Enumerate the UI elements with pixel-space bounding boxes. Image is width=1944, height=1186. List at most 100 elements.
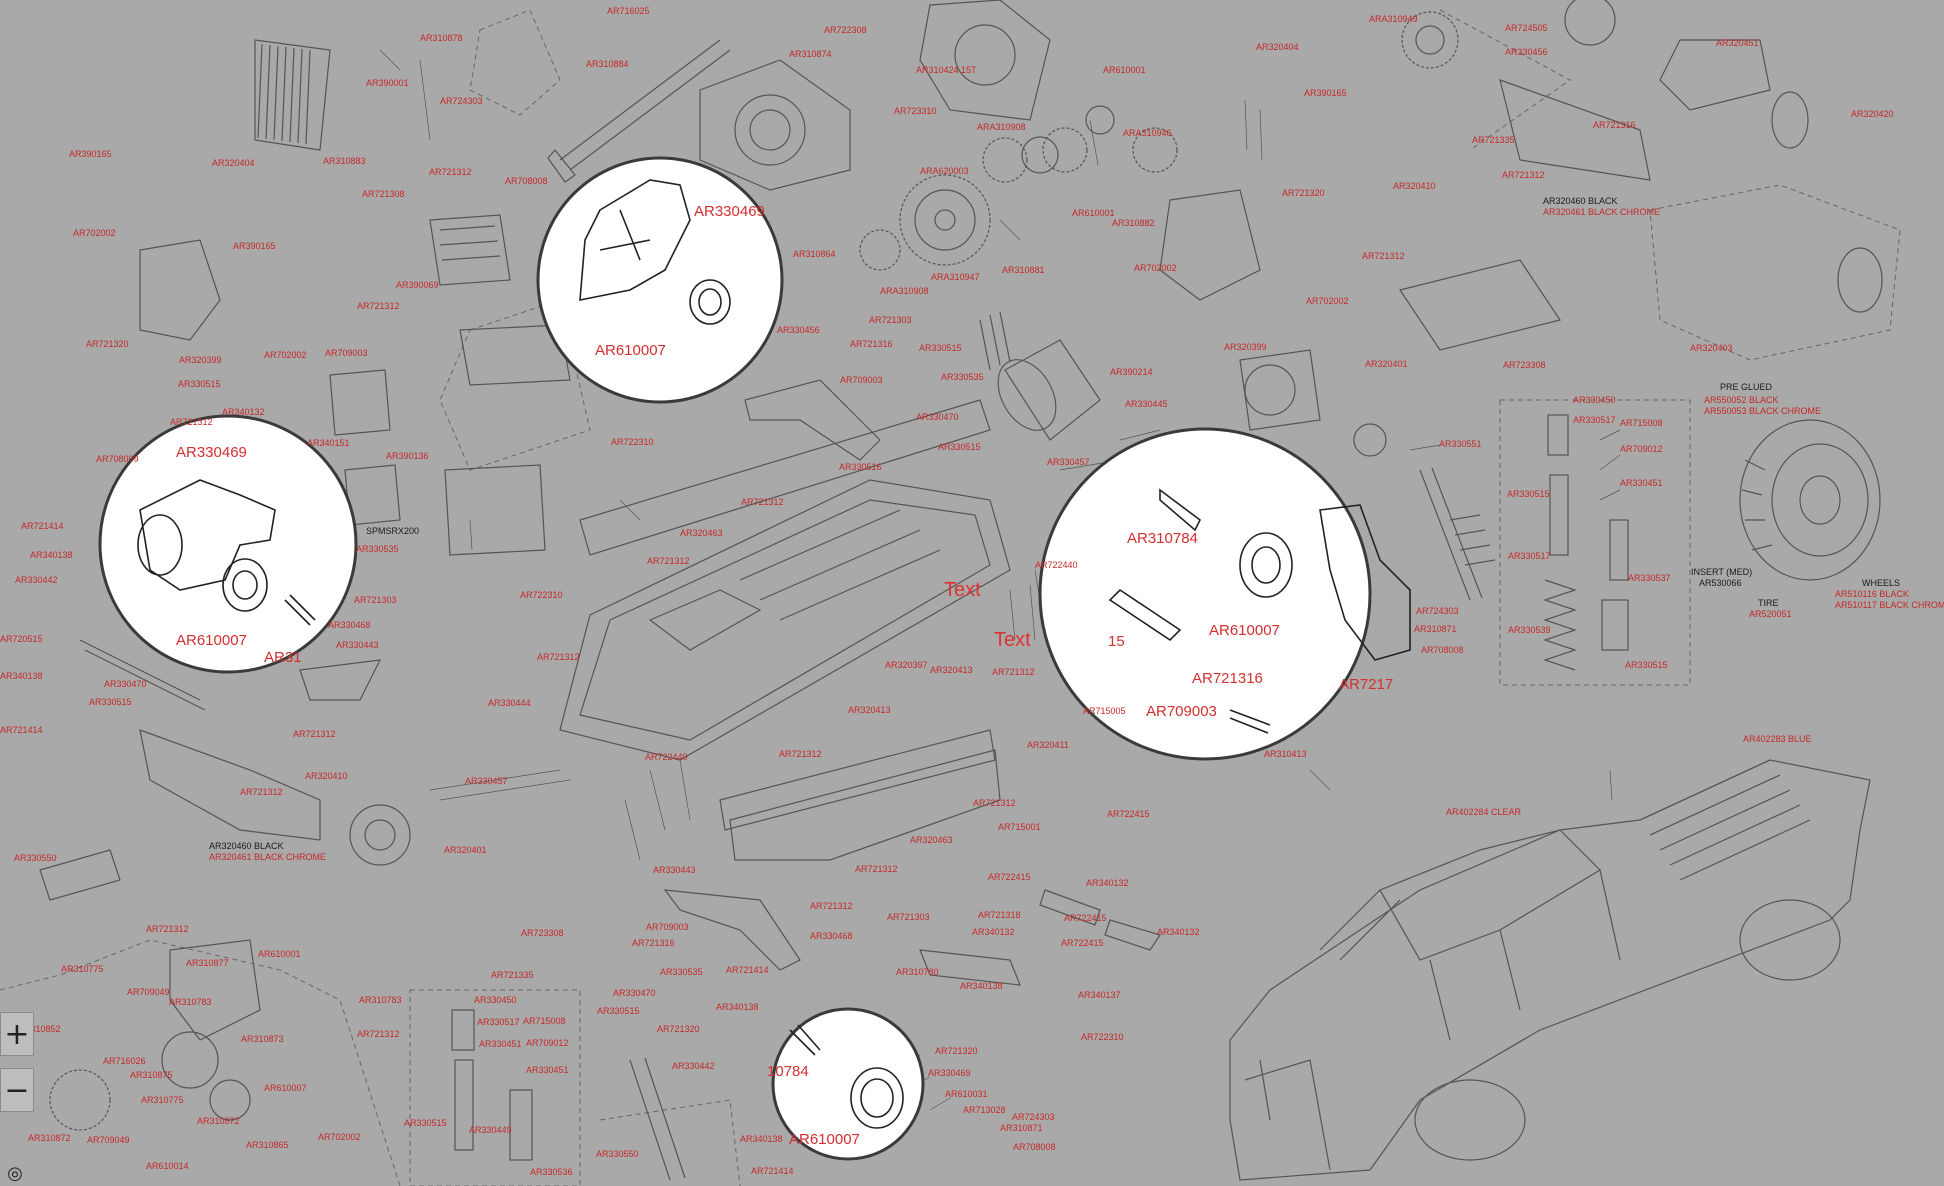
part-label: AR330442 (15, 575, 58, 585)
zoom-callout-1 (536, 156, 784, 404)
part-label: AR702002 (1134, 263, 1177, 273)
part-label: AR330550 (14, 853, 57, 863)
part-label: AR721316 (1593, 120, 1636, 130)
part-label: AR722310 (520, 590, 563, 600)
part-label: AR721303 (887, 912, 930, 922)
zoom-3-label: AR721316 (1192, 670, 1263, 687)
part-label: AR721316 (850, 339, 893, 349)
part-label: AR330537 (1628, 573, 1671, 583)
part-label: AR715008 (1620, 418, 1663, 428)
part-label: AR330535 (941, 372, 984, 382)
part-label: AR721308 (362, 189, 405, 199)
part-label: AR709003 (325, 348, 368, 358)
chassis (559, 399, 1011, 861)
zoom-1-label: AR610007 (595, 342, 666, 359)
part-label: AR330515 (1625, 660, 1668, 670)
part-label: AR722415 (1061, 938, 1104, 948)
part-label: AR310882 (1112, 218, 1155, 228)
part-label: AR310877 (186, 958, 229, 968)
zoom-out-button[interactable]: − (0, 1068, 34, 1112)
part-label: AR709049 (127, 987, 170, 997)
part-label: AR330515 (89, 697, 132, 707)
part-label: AR330442 (672, 1061, 715, 1071)
part-label: AR390001 (366, 78, 409, 88)
part-label: AR721312 (240, 787, 283, 797)
part-label: AR320411 (1027, 740, 1069, 750)
canvas-text-label: Text (944, 579, 981, 601)
part-label: AR320403 (1690, 343, 1733, 353)
part-label: AR330539 (1508, 625, 1551, 635)
drive-motor (979, 311, 1101, 441)
part-label: AR310865 (246, 1140, 289, 1150)
part-label: AR610001 (258, 949, 301, 959)
part-label: AR510116 BLACK (1835, 589, 1909, 599)
part-label: AR310775 (61, 964, 104, 974)
part-label: AR721316 (632, 938, 675, 948)
part-label: AR340132 (1157, 927, 1200, 937)
part-label: AR330470 (613, 988, 656, 998)
part-label: AR721414 (0, 725, 43, 735)
part-label: AR390165 (1304, 88, 1347, 98)
part-label: AR320451 (1716, 38, 1759, 48)
part-label: AR721312 (357, 1029, 400, 1039)
part-label: AR715005 (1083, 706, 1126, 716)
bumpers (139, 39, 1771, 841)
part-label: AR310871 (1414, 624, 1457, 634)
part-label: AR340151 (307, 438, 350, 448)
part-label: AR723308 (521, 928, 564, 938)
zoom-callout-4 (771, 1007, 925, 1161)
motor-heatsink (254, 39, 331, 151)
part-label: AR330451 (1620, 478, 1663, 488)
part-label: AR310852 (18, 1024, 61, 1034)
part-label: AR330515 (597, 1006, 640, 1016)
part-label: AR721312 (779, 749, 822, 759)
part-label: AR320401 (444, 845, 487, 855)
part-label: AR721312 (146, 924, 189, 934)
part-label: AR330515 (1507, 489, 1550, 499)
part-label: AR716026 (103, 1056, 146, 1066)
locate-icon[interactable]: ◎ (7, 1162, 23, 1184)
part-label: AR724303 (440, 96, 483, 106)
part-label: AR330457 (465, 776, 508, 786)
part-label: AR320460 BLACK (209, 841, 284, 851)
part-label: AR510117 BLACK CHROME (1835, 600, 1944, 610)
part-label: AR390069 (396, 280, 439, 290)
zoom-in-button[interactable]: + (0, 1012, 34, 1056)
part-label: AR330468 (328, 620, 371, 630)
part-label: AR702002 (73, 228, 116, 238)
zoom-3-label: AR7217 (1339, 676, 1393, 693)
part-label: AR721318 (978, 910, 1021, 920)
part-label: AR330449 (469, 1125, 512, 1135)
part-label: AR721414 (21, 521, 64, 531)
part-label: AR310878 (420, 33, 463, 43)
part-label: AR310413 (1264, 749, 1307, 759)
part-label: AR320401 (1365, 359, 1408, 369)
part-label: AR320463 (910, 835, 953, 845)
zoom-3-label: AR610007 (1209, 622, 1280, 639)
part-label: AR330456 (1505, 47, 1548, 57)
part-label: AR721303 (869, 315, 912, 325)
part-label: AR330536 (530, 1167, 573, 1177)
part-label: AR310875 (130, 1070, 173, 1080)
part-label: AR330550 (596, 1149, 639, 1159)
part-label: AR708008 (1421, 645, 1464, 655)
part-label: AR723310 (894, 106, 937, 116)
part-label: AR390165 (233, 241, 276, 251)
part-label: AR320410 (1393, 181, 1436, 191)
part-label: AR310872 (28, 1133, 71, 1143)
part-label: AR723308 (1503, 360, 1546, 370)
part-label: AR709012 (1620, 444, 1663, 454)
part-label: AR330535 (356, 544, 399, 554)
part-label: AR310874 (789, 49, 832, 59)
part-label: AR722415 (988, 872, 1031, 882)
part-label: AR709003 (646, 922, 689, 932)
part-label: AR716025 (607, 6, 650, 16)
part-label: AR721312 (1502, 170, 1545, 180)
part-label: AR708008 (505, 176, 548, 186)
zoom-1-label: AR330469 (694, 203, 765, 220)
zoom-3-label: AR310784 (1127, 530, 1198, 547)
part-label: AR340138 (716, 1002, 759, 1012)
part-label: AR390136 (386, 451, 429, 461)
part-label: AR330450 (474, 995, 517, 1005)
part-label: AR310775 (141, 1095, 184, 1105)
